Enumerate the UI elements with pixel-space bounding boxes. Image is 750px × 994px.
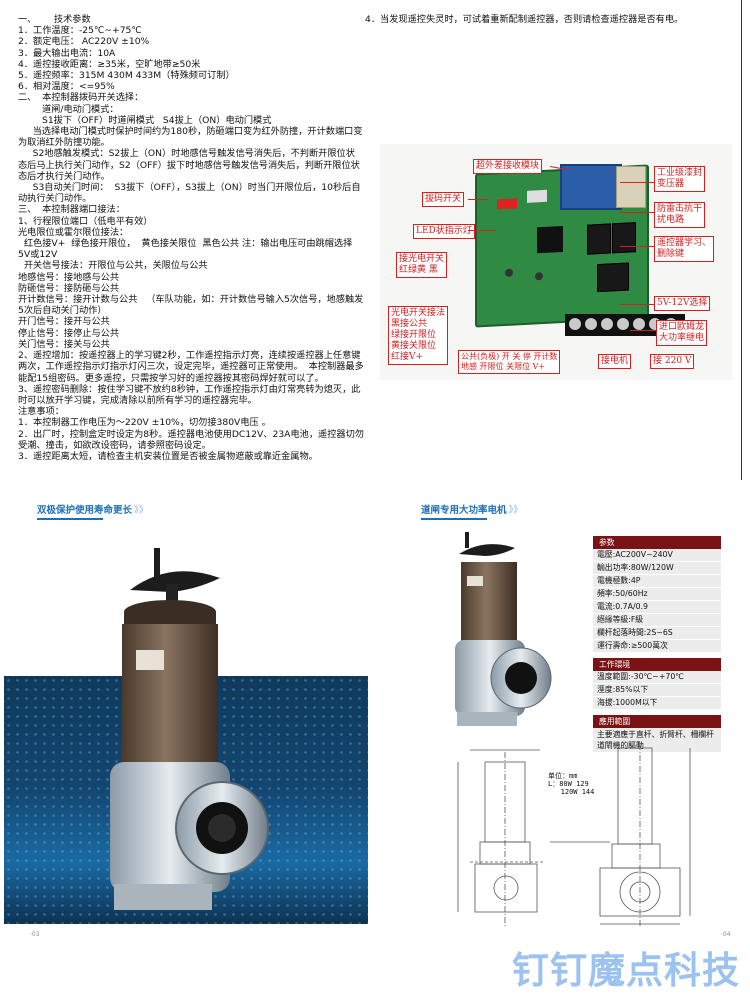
text-line: 3．遥控距离太短，请检查主机安装位置是否被金属物遮蔽或靠近金属物。: [18, 450, 318, 462]
text-line: 2．额定电压： AC220V ±10%: [18, 36, 150, 48]
arrow: [620, 304, 654, 306]
label-led: LED状指示灯: [413, 224, 475, 239]
right-panel-title: 道闸专用大功率电机: [421, 505, 507, 516]
text-line: 3．最大输出电流：10A: [18, 47, 116, 59]
spec-row: 絕緣等級:F級: [593, 614, 721, 627]
transformer-image: [560, 164, 622, 210]
application-text: 主要適應于直杆、折臂杆、柵欄杆道閘機的驅動: [593, 728, 721, 753]
label-power: 接 220 V: [650, 354, 695, 369]
spec-row: 電壓:AC200V~240V: [593, 549, 721, 562]
left-panel-title: 双极保护使用寿命更长: [37, 505, 133, 516]
label-ir-module: 超外差接收模块: [473, 159, 543, 174]
arrow: [620, 182, 654, 184]
text-line: 地感信号：接地感与公共: [18, 271, 120, 283]
text-line: 3、遥控密码删除：按住学习键不放约8秒钟，工作遥控指示灯由灯常亮转为熄灭，此时可…: [18, 383, 361, 406]
text-line: 2．出厂时，控制盒定时设定为8秒。遥控器电池使用DC12V、23A电池，遥控器切…: [18, 428, 364, 451]
spec-header: 参数: [593, 536, 721, 549]
text-line: 开关信号接法：开限位与公共，关限位与公共: [18, 260, 208, 272]
dimension-drawing: [457, 744, 691, 928]
text-line: 6．相对温度：<=95%: [18, 81, 115, 93]
text-line: 光电限位或霍尔限位接法：: [18, 226, 129, 238]
watermark: 钉钉魔点科技: [512, 949, 740, 992]
arrow: [468, 230, 496, 232]
spec-row: 頻率:50/60Hz: [593, 588, 721, 601]
spec-row: 電流:0.7A/0.9: [593, 601, 721, 614]
text-line: 1．工作温度：-25℃~+75℃: [18, 25, 142, 37]
spec-row: 運行壽命:≥500萬次: [593, 640, 721, 653]
text-line: 停止信号：接停止与公共: [18, 327, 120, 339]
label-motor: 接电机: [598, 354, 632, 369]
label-remote-learn: 遥控器学习、 删除键: [654, 236, 715, 262]
spec-row: 電機極數:4P: [593, 575, 721, 588]
right-panel-header: 道闸专用大功率电机》》: [421, 502, 523, 516]
env-header: 工作環境: [593, 658, 721, 671]
arrow: [620, 246, 654, 248]
label-transformer: 工业级漆封 变压器: [654, 166, 706, 192]
text-line: 2、遥控增加：按遥控器上的学习键2秒，工作遥控指示灯亮，连续按遥控器上任意键两次…: [18, 350, 364, 384]
text-line: 1、行程限位端口（低电平有效）: [18, 215, 153, 227]
text-line: 一、 技术参数: [18, 14, 91, 25]
capacitor-image: [616, 166, 646, 208]
text-line: 4．遥控接收距离：≥35米，空旷地带≥50米: [18, 58, 201, 70]
note-4-text: 4．当发现遥控失灵时，可试着重新配制遥控器，否则请检查遥控器是否有电。: [365, 14, 684, 25]
gear-motor-large-image: [110, 548, 269, 910]
text-line: 开门信号：接开与公共: [18, 316, 110, 328]
text-line: 当选择电动门模式时保护时间约为180秒，防砸端口变为红外防撞，开计数端口变为取消…: [18, 126, 363, 149]
label-relay: 进口欧姆龙 大功率继电: [656, 320, 708, 346]
technical-parameters-text: 一、 技术参数 1．工作温度：-25℃~+75℃ 2．额定电压： AC220V …: [18, 14, 364, 462]
arrow: [620, 212, 654, 214]
spec-row: 輸出功率:80W/120W: [593, 562, 721, 575]
label-lightning: 防雷击抗干 扰电路: [654, 202, 706, 228]
header-underline: [421, 518, 487, 520]
page-number: ·04: [721, 931, 731, 938]
text-line: S2地感触发模式：S2拔上（ON）时地感信号触发信号消失后，不判断开限位状态后马…: [18, 148, 360, 182]
text-line: 1．本控制器工作电压为～220V ±10%，切勿接380V电压 。: [18, 417, 271, 429]
header-underline: [37, 518, 103, 520]
text-line: 关门信号：接关与公共: [18, 338, 110, 350]
env-row: 海拔:1000M以下: [593, 697, 721, 710]
section-separator: [0, 480, 750, 488]
text-line: 开计数信号：接开计数与公共 （车队功能，如：开计数信号输入5次信号，地感触发5次…: [18, 294, 364, 317]
text-line: 注意事项：: [18, 406, 64, 418]
env-row: 溫度範圍:-30℃~+70℃: [593, 671, 721, 684]
chevron-right-icon: 》》: [508, 505, 523, 516]
label-travel-switch: 接光电开关 红绿黄 黑: [396, 252, 448, 278]
left-panel-header: 双极保护使用寿命更长》》: [37, 502, 148, 516]
page-number: ·03: [30, 931, 40, 938]
dimension-units-note: 单位：mm L：80W 129 120W 144: [548, 772, 595, 796]
text-line: 道闸/电动门模式：: [42, 103, 119, 115]
text-line: S3自动关门时间： S3拔下（OFF），S3拔上（ON）时当门开限位后，10秒后…: [18, 182, 361, 205]
arrow: [630, 330, 656, 332]
controller-board-photo: 超外差接收模块 拔码开关 LED状指示灯 接光电开关 红绿黄 黑 工业级漆封 变…: [380, 144, 732, 380]
gear-motor-small-image: [455, 532, 552, 726]
application-header: 應用範圍: [593, 715, 721, 728]
text-line: S1拔下（OFF）时道闸模式 S4拔上（ON）电动门模式: [42, 114, 272, 126]
page-border: [741, 0, 742, 480]
env-row: 溼度:85%以下: [593, 684, 721, 697]
label-dip-switch: 拔码开关: [422, 192, 465, 207]
text-line: 红色接V+ 绿色接开限位， 黄色接关限位 黑色公共 注：输出电压可由跳帽选择5V…: [18, 238, 353, 261]
label-ports: 公共(负极) 开 关 停 开计数 地感 开限位 关限位 V+: [458, 350, 561, 374]
controller-manual-section: 一、 技术参数 1．工作温度：-25℃~+75℃ 2．额定电压： AC220V …: [0, 0, 750, 480]
text-line: 三、 本控制器端口接法：: [18, 204, 125, 216]
text-line: 二、 本控制器拨码开关选择：: [18, 92, 144, 104]
label-voltage-select: 5V-12V选择: [654, 296, 711, 311]
text-line: 5．遥控频率：315M 430M 433M（特殊频可订制）: [18, 70, 235, 82]
arrow: [468, 199, 488, 201]
label-photo-wiring: 光电开关接法 黑接公共 绿接开限位 黄接关限位 红接V+: [388, 306, 449, 365]
text-line: 防砸信号：接防砸与公共: [18, 282, 120, 294]
chevron-right-icon: 》》: [134, 505, 149, 516]
spec-row: 欄杆起落時間:2S~6S: [593, 627, 721, 640]
motor-spec-table: 参数 電壓:AC200V~240V 輸出功率:80W/120W 電機極數:4P …: [593, 536, 721, 753]
